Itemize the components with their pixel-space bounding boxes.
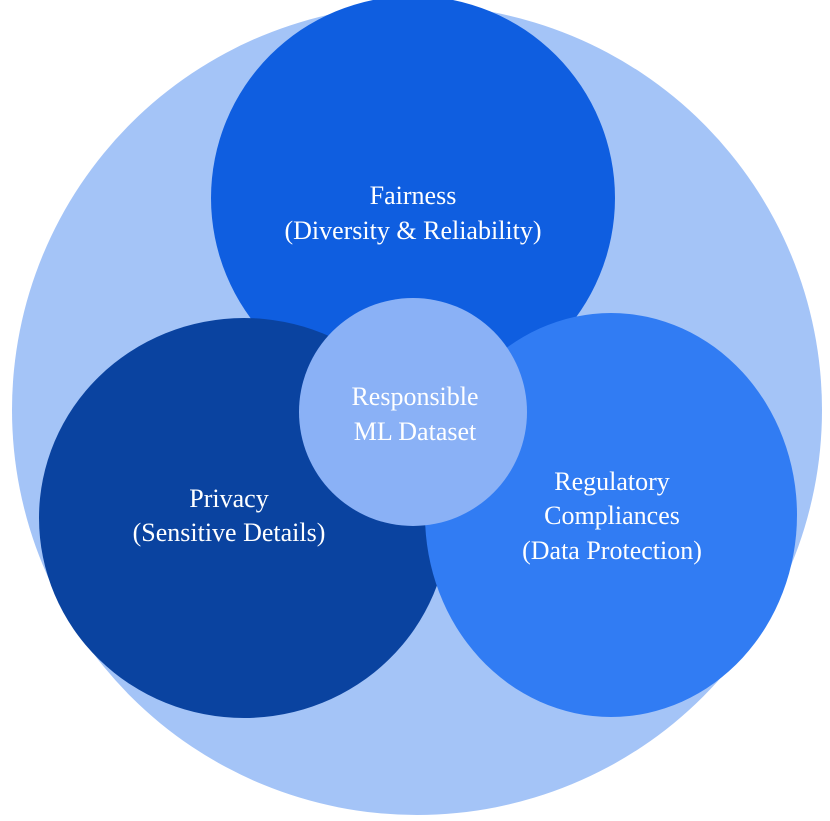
- center-circle: [299, 298, 527, 526]
- center-title-line2: ML Dataset: [354, 417, 477, 446]
- privacy-subtitle: (Sensitive Details): [133, 518, 326, 547]
- fairness-subtitle: (Diversity & Reliability): [284, 216, 541, 245]
- center-title-line1: Responsible: [351, 382, 478, 411]
- fairness-circle: [211, 0, 615, 400]
- regulatory-title-line2: Compliances: [544, 501, 680, 530]
- fairness-title: Fairness: [370, 181, 457, 210]
- regulatory-title-line1: Regulatory: [554, 467, 670, 496]
- regulatory-subtitle: (Data Protection): [522, 536, 702, 565]
- privacy-title: Privacy: [189, 484, 268, 513]
